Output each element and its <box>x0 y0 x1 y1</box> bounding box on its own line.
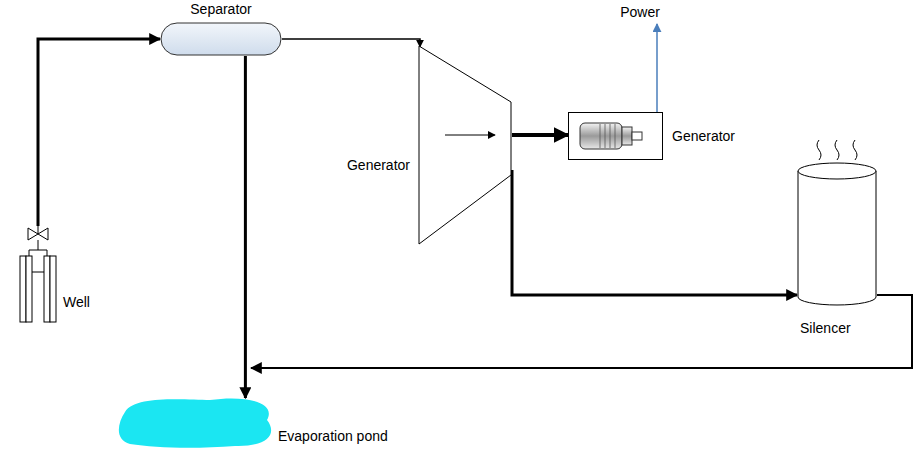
shaft-arrow <box>512 133 568 137</box>
steam-turbine-shape <box>418 45 512 245</box>
turbine-outline <box>419 46 511 244</box>
generator-outline <box>569 113 663 160</box>
condensate-pipe <box>251 295 912 368</box>
node-label: Generator <box>347 157 410 173</box>
production-well-shape <box>18 226 58 324</box>
well-casing <box>20 250 56 322</box>
node-label: Silencer <box>800 320 851 336</box>
wellhead-valve <box>28 226 48 250</box>
separator-vessel: Separator <box>160 22 282 56</box>
steam-wisps <box>817 140 857 160</box>
production-well: Well <box>18 226 58 324</box>
power-label: Power <box>620 4 660 20</box>
flow-arrow <box>445 135 495 136</box>
generator-box: Generator <box>568 112 663 160</box>
node-label: Well <box>63 294 90 310</box>
silencer-outline <box>798 163 876 305</box>
generator-box-shape <box>568 112 663 160</box>
silencer-cylinder-shape <box>797 162 877 305</box>
evaporation-pond-shape <box>115 392 280 448</box>
separator-vessel-shape <box>160 22 282 56</box>
separator-outline <box>161 23 281 55</box>
evaporation-pond: Evaporation pond <box>115 392 280 448</box>
steam-turbine: Generator <box>418 45 512 245</box>
node-label: Generator <box>672 128 735 144</box>
brine-steam-pipe <box>38 39 160 226</box>
node-label: Separator <box>190 1 251 17</box>
generator-icon <box>580 123 642 149</box>
brine-pipe <box>244 56 247 398</box>
power-arrow <box>656 24 658 112</box>
pond-water <box>119 398 271 447</box>
steam-pipe <box>282 39 420 47</box>
exhaust-pipe <box>512 170 797 295</box>
silencer-cylinder: Silencer <box>797 162 877 305</box>
node-label: Evaporation pond <box>278 428 388 444</box>
